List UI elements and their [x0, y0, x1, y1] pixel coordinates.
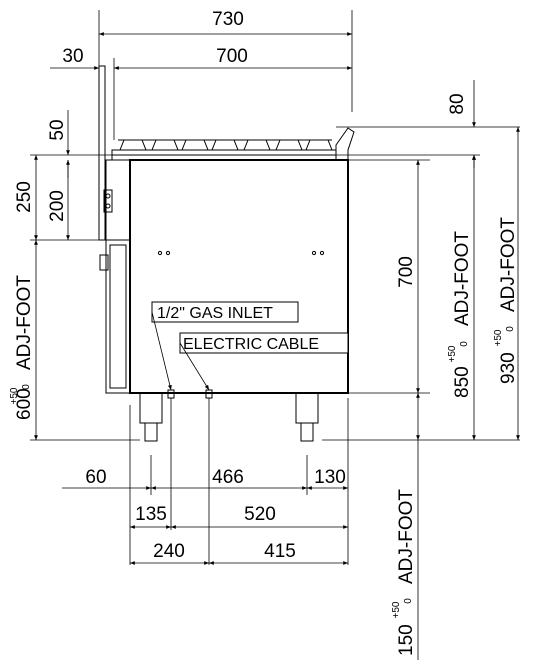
callouts: 1/2" GAS INLET ELECTRIC CABLE	[151, 301, 349, 391]
dim-850-adj-foot-label: ADJ-FOOT	[452, 231, 473, 326]
dim-600-label: 600	[14, 388, 35, 420]
dim-150-zero-label: 0	[403, 598, 414, 604]
dim-730-label: 730	[212, 9, 244, 30]
right-dimensions: 80 700 850 +50 0 ADJ-FOOT 930 +50 0 ADJ-…	[322, 80, 520, 660]
dim-130-label: 130	[314, 467, 346, 488]
dim-850-label: 850	[452, 366, 473, 398]
dim-930-adj-foot-label: ADJ-FOOT	[498, 217, 519, 312]
dim-600-adj-foot-label: ADJ-FOOT	[14, 275, 35, 370]
dim-200-label: 200	[47, 190, 68, 222]
dim-150-adj-foot-label: ADJ-FOOT	[396, 489, 417, 584]
dim-850-plus-label: +50	[447, 345, 458, 362]
gas-inlet-label: 1/2" GAS INLET	[157, 305, 273, 322]
dim-80-label: 80	[447, 93, 468, 114]
dim-700-right-label: 700	[396, 256, 417, 288]
dim-930-label: 930	[498, 352, 519, 384]
dim-250-label: 250	[14, 181, 35, 213]
dim-150-label: 150	[396, 624, 417, 656]
dim-700-top-label: 700	[216, 46, 248, 67]
dim-150-plus-label: +50	[391, 601, 402, 618]
appliance-outline	[98, 65, 355, 442]
dim-60-label: 60	[85, 467, 106, 488]
dim-600-zero-label: 0	[21, 384, 32, 390]
electric-cable-label: ELECTRIC CABLE	[183, 336, 319, 353]
top-dimensions: 730 30 700	[50, 9, 353, 140]
left-dimensions: 50 250 200 600 +50 0 ADJ-FOOT	[9, 110, 140, 441]
bottom-dimensions: 60 466 130 135 520 240 415	[62, 398, 349, 565]
dim-850-zero-label: 0	[459, 341, 470, 347]
dim-135-label: 135	[135, 504, 167, 525]
dim-930-plus-label: +50	[493, 329, 504, 346]
dim-930-zero-label: 0	[505, 326, 516, 332]
dim-466-label: 466	[212, 467, 244, 488]
dim-415-label: 415	[264, 541, 296, 562]
dim-240-label: 240	[153, 541, 185, 562]
dim-30-label: 30	[62, 46, 83, 67]
dim-50-label: 50	[47, 119, 68, 140]
dim-520-label: 520	[244, 504, 276, 525]
dim-600-plus-label: +50	[9, 387, 20, 404]
